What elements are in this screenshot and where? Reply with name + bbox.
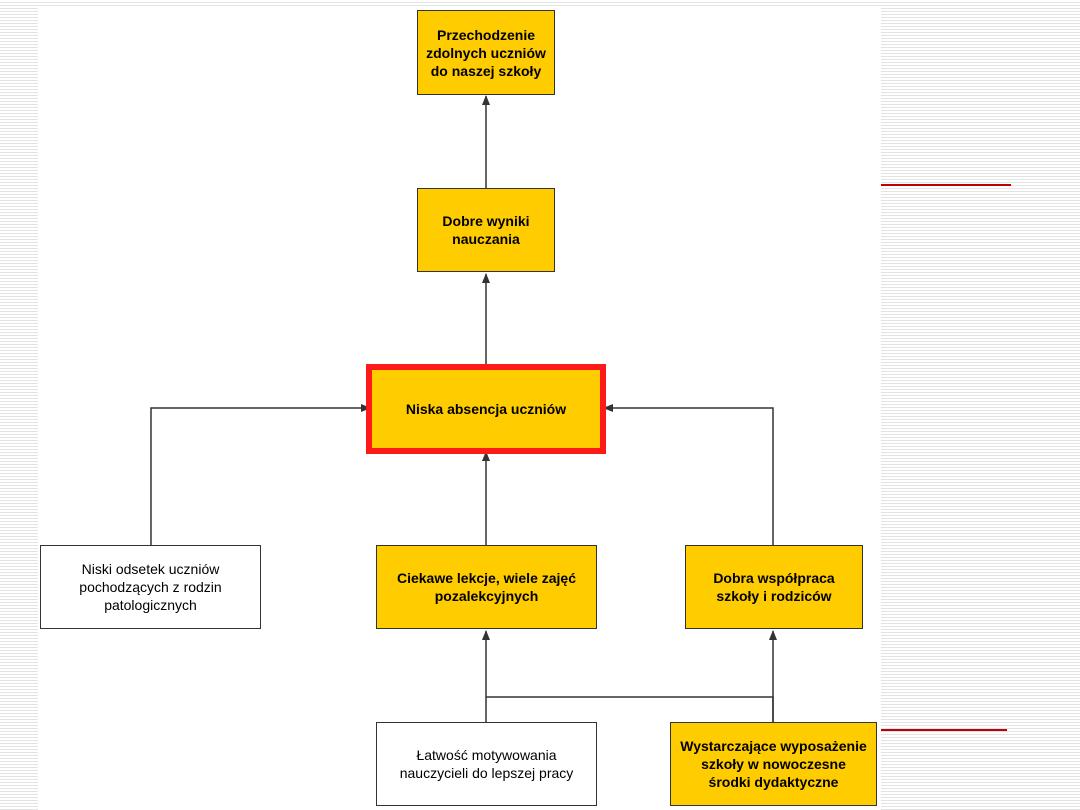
accent-rule-bottom bbox=[881, 729, 1007, 731]
node-talent-inflow: Przechodzenie zdolnych uczniów do naszej… bbox=[417, 10, 555, 95]
node-parent-cooperation: Dobra współpraca szkoły i rodziców bbox=[685, 545, 863, 629]
node-low-absence: Niska absencja uczniów bbox=[366, 364, 606, 454]
accent-rule-top bbox=[881, 184, 1011, 186]
node-few-pathological: Niski odsetek uczniów pochodzących z rod… bbox=[40, 545, 261, 629]
edge-equipment-to-lessons bbox=[486, 696, 774, 722]
edge-pathological-to-absence bbox=[150, 404, 371, 545]
edge-cooperation-to-absence bbox=[603, 404, 774, 545]
node-equipment: Wystarczające wyposażenie szkoły w nowoc… bbox=[670, 722, 877, 806]
node-good-results: Dobre wyniki nauczania bbox=[417, 188, 555, 272]
node-teacher-motivation: Łatwość motywowania nauczycieli do lepsz… bbox=[376, 722, 597, 806]
node-interesting-lessons: Ciekawe lekcje, wiele zajęć pozalekcyjny… bbox=[376, 545, 597, 629]
